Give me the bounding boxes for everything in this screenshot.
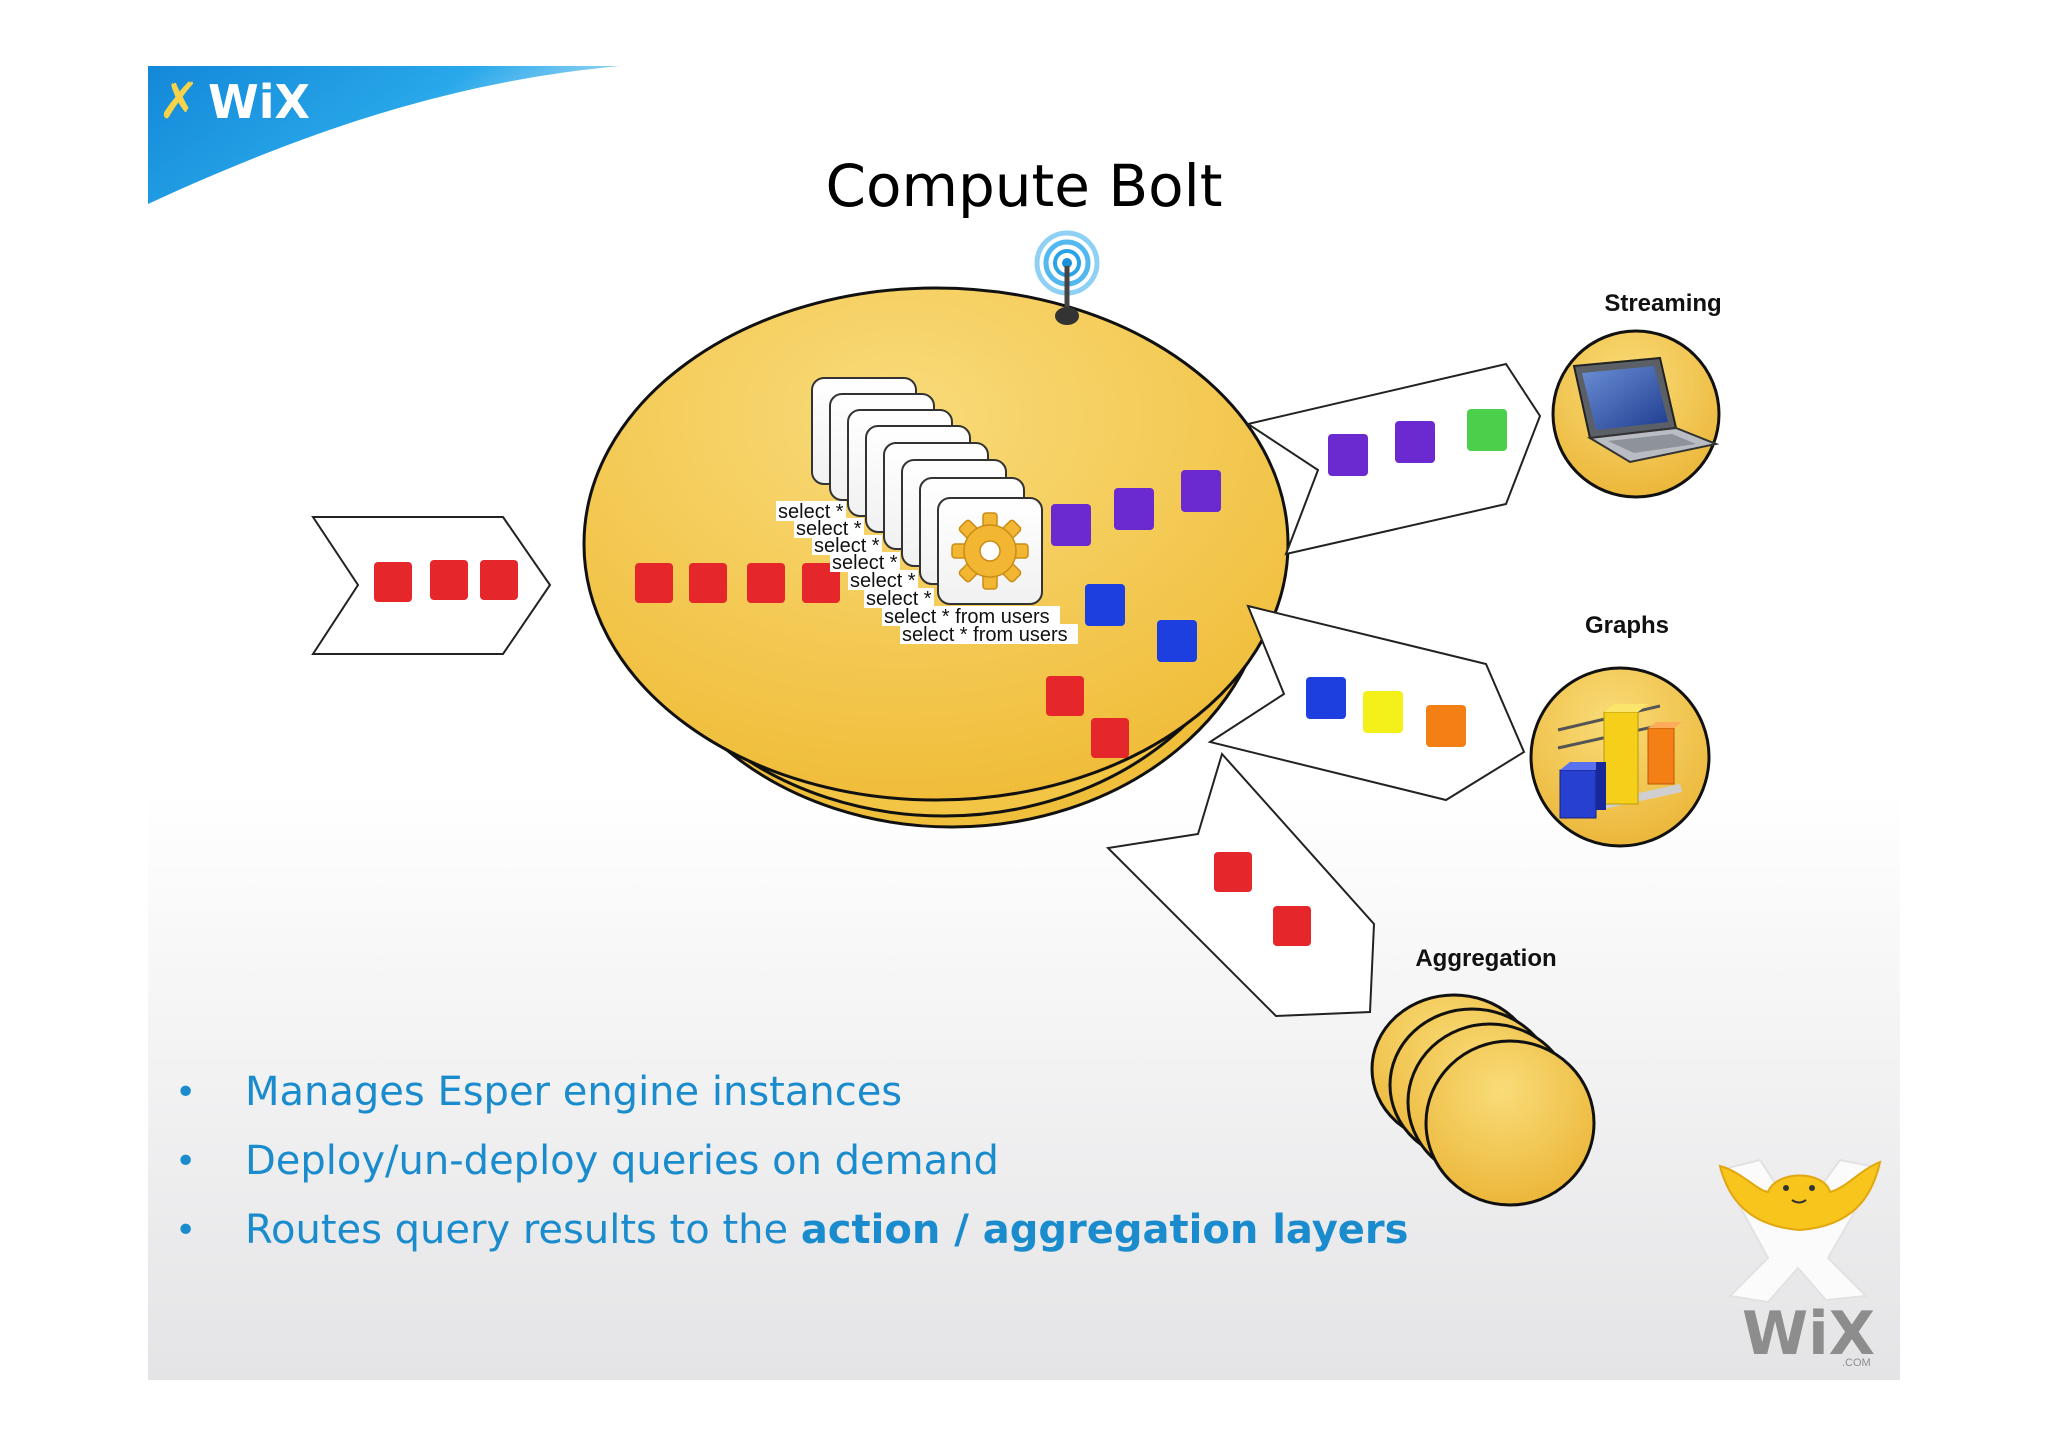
bolt-event-red xyxy=(802,563,840,603)
laptop-icon xyxy=(1572,356,1720,464)
query-label: select * xyxy=(832,552,898,574)
query-label: select * xyxy=(866,588,932,610)
bullet-item: • Manages Esper engine instances xyxy=(175,1058,1545,1127)
bottom-logo-text: WiX xyxy=(1742,1299,1875,1369)
graphs-event-orange xyxy=(1426,705,1466,747)
streaming-output: Streaming xyxy=(1551,290,1722,499)
bolt-event-purple xyxy=(1051,504,1091,546)
aggregation-event-red xyxy=(1273,906,1311,946)
query-label-bg xyxy=(900,624,1078,644)
bullet-dot: • xyxy=(175,1141,197,1182)
query-label: select * from users xyxy=(884,606,1050,628)
bullet-item: • Routes query results to the action / a… xyxy=(175,1196,1545,1265)
input-event-red xyxy=(480,560,518,600)
query-label-bg xyxy=(848,570,918,590)
wix-mascot-icon xyxy=(1718,1158,1882,1304)
bar-graph-icon xyxy=(1557,704,1682,819)
bolt-event-blue xyxy=(1157,620,1197,662)
bolt-event-purple xyxy=(1181,470,1221,512)
bolt-event-red xyxy=(747,563,785,603)
graphs-event-blue xyxy=(1306,677,1346,719)
slide-title: Compute Bolt xyxy=(825,152,1222,220)
bolt-event-red xyxy=(1091,718,1129,758)
streaming-label: Streaming xyxy=(1604,290,1721,317)
bullet-text: Manages Esper engine instances xyxy=(245,1069,903,1115)
input-event-red xyxy=(374,562,412,602)
aggregation-event-red xyxy=(1214,852,1252,892)
query-label-bg xyxy=(830,552,900,572)
aggregation-output-arrow xyxy=(1105,752,1376,1018)
bullet-text: Deploy/un-deploy queries on demand xyxy=(245,1138,999,1184)
input-event-red xyxy=(430,560,468,600)
top-logo-mark: ✗ xyxy=(158,72,200,130)
bolt-event-red xyxy=(1046,676,1084,716)
query-label-bg xyxy=(776,501,846,521)
query-label: select * xyxy=(796,518,862,540)
graphs-output-arrow xyxy=(1207,604,1526,802)
graphs-output: Graphs xyxy=(1529,612,1711,848)
bullet-bold-text: action / aggregation layers xyxy=(800,1207,1409,1253)
bolt-event-red xyxy=(635,563,673,603)
query-label: select * xyxy=(778,501,844,523)
streaming-event-green xyxy=(1467,409,1507,451)
bullet-list: • Manages Esper engine instances • Deplo… xyxy=(175,1058,1545,1265)
query-label: select * from users xyxy=(902,624,1068,646)
gear-icon xyxy=(951,512,1029,590)
query-label-bg xyxy=(864,588,934,608)
streaming-arrow-shape xyxy=(1245,362,1542,556)
bolt-events xyxy=(635,470,1221,758)
query-label: select * xyxy=(850,570,916,592)
query-card-stack: select * select * select * select * sele… xyxy=(776,377,1078,646)
top-wix-logo: ✗ WiX xyxy=(148,66,620,204)
aggregation-output: Aggregation xyxy=(1370,945,1596,1207)
bolt-event-blue xyxy=(1085,584,1125,626)
bullet-dot: • xyxy=(175,1210,197,1251)
broadcast-antenna-icon xyxy=(1034,230,1100,325)
bottom-logo-suffix: .COM xyxy=(1842,1357,1871,1369)
bolt-event-red xyxy=(689,563,727,603)
bullet-item: • Deploy/un-deploy queries on demand xyxy=(175,1127,1545,1196)
query-label-bg xyxy=(794,518,864,538)
query-label: select * xyxy=(814,535,880,557)
aggregation-label: Aggregation xyxy=(1415,945,1556,972)
graphs-label: Graphs xyxy=(1585,612,1669,639)
bolt-event-purple xyxy=(1114,488,1154,530)
bullet-dot: • xyxy=(175,1072,197,1113)
input-stream-arrow xyxy=(311,516,552,655)
graphs-event-yellow xyxy=(1363,691,1403,733)
blue-swoosh xyxy=(148,66,620,204)
bullet-text: Routes query results to the xyxy=(245,1207,801,1253)
bottom-wix-logo: WiX .COM xyxy=(1718,1158,1882,1369)
aggregation-disc xyxy=(1424,1039,1596,1207)
top-logo-text: WiX xyxy=(208,75,310,129)
streaming-event-purple xyxy=(1328,434,1368,476)
streaming-event-purple xyxy=(1395,421,1435,463)
query-label-bg xyxy=(882,606,1060,626)
streaming-output-arrow xyxy=(1245,362,1542,556)
query-label-bg xyxy=(812,535,882,555)
